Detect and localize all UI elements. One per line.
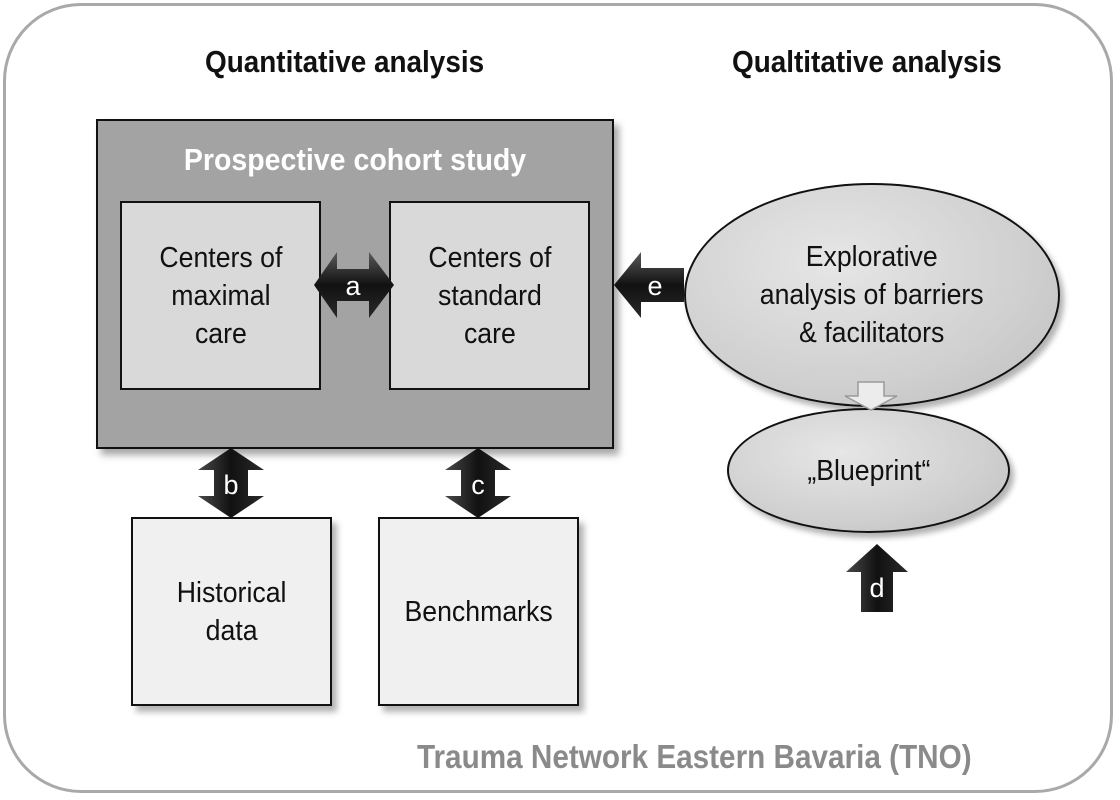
footer-caption: Trauma Network Eastern Bavaria (TNO) [417, 738, 972, 775]
qualitative-heading: Qualtitative analysis [732, 44, 1002, 79]
blueprint-ellipse: „Blueprint“ [727, 408, 1010, 533]
historical-data-box: Historical data [131, 517, 332, 706]
standard-care-box: Centers of standard care [389, 201, 590, 390]
maximal-care-box: Centers of maximal care [120, 201, 321, 390]
explorative-analysis-label: Explorative analysis of barriers & facil… [760, 241, 984, 349]
historical-data-label: Historical data [176, 576, 287, 647]
quantitative-heading: Quantitative analysis [205, 44, 485, 79]
blueprint-label: „Blueprint“ [806, 454, 931, 487]
explorative-analysis-ellipse: Explorative analysis of barriers & facil… [684, 183, 1060, 407]
benchmarks-label: Benchmarks [404, 595, 553, 628]
cohort-title: Prospective cohort study [183, 142, 527, 177]
maximal-care-label: Centers of maximal care [158, 241, 283, 350]
standard-care-label: Centers of standard care [427, 241, 552, 350]
benchmarks-box: Benchmarks [378, 517, 579, 706]
